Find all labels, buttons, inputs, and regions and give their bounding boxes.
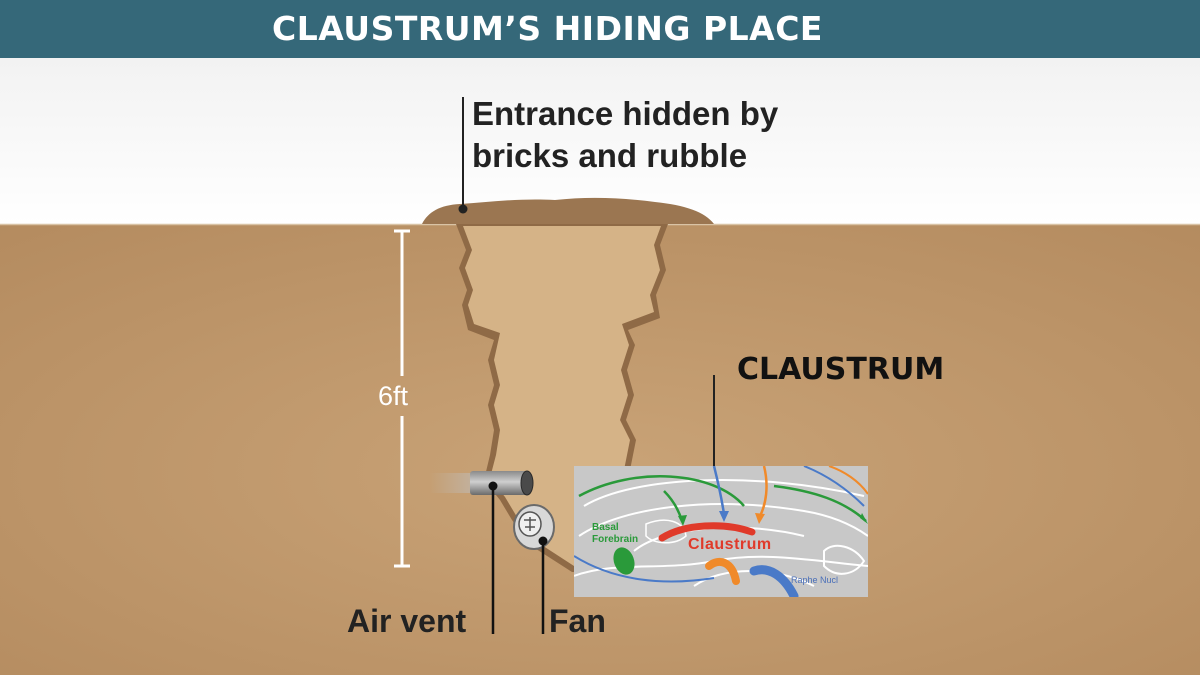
entrance-label-line-1: Entrance hidden by [472,95,779,132]
basal-forebrain-label: Basal Forebrain [592,522,638,546]
entrance-label: Entrance hidden by bricks and rubble [472,93,778,177]
rubble-mound [422,197,714,224]
blue-pathway-arrow [712,466,726,515]
basal-forebrain-label-line-1: Basal [592,522,619,533]
orange-source-region [705,557,740,585]
orange-pathway-arrow [758,466,768,517]
air-vent-label: Air vent [347,603,467,639]
basal-forebrain-region [613,547,635,575]
raphe-nuclei-label: Raphe Nucl [791,575,839,585]
page-title: CLAUSTRUM’S HIDING PLACE [272,9,823,48]
air-vent-pipe [470,471,528,495]
entrance-label-line-2: bricks and rubble [472,137,748,174]
fan-label: Fan [549,603,606,639]
brain-pathways [574,466,868,597]
header-bar: CLAUSTRUM’S HIDING PLACE [0,0,1200,58]
basal-forebrain-label-line-2: Forebrain [592,534,639,545]
claustrum-label: CLAUSTRUM [737,352,945,387]
claustrum-region [658,522,756,542]
depth-label: 6ft [378,381,409,411]
sky [0,58,1200,224]
brain-inset-image: Basal Forebrain Claustrum Raphe Nucl [574,466,868,597]
air-vent-opening [520,470,534,496]
green-pathway-arrow [578,475,745,507]
raphe-nuclei-region [749,565,799,597]
entrance-marker [458,204,468,214]
inset-claustrum-label: Claustrum [688,536,772,553]
